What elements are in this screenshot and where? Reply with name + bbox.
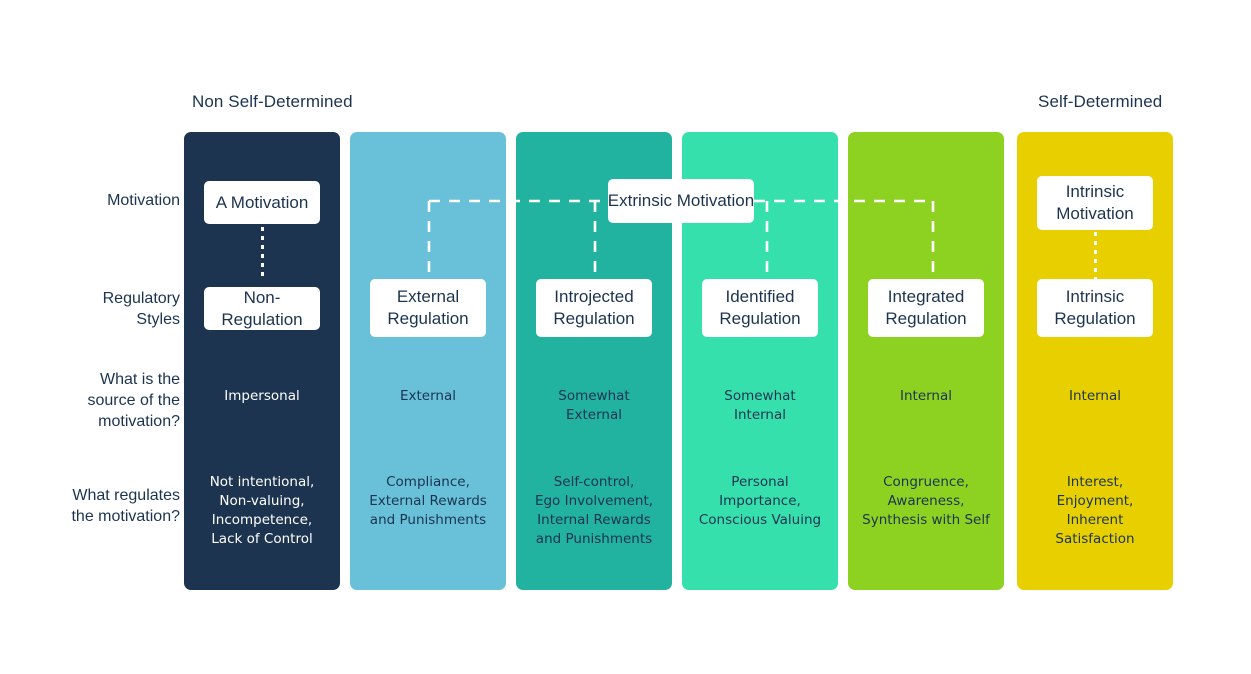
cell-regulates-integrated: Congruence, Awareness, Synthesis with Se… xyxy=(862,474,990,528)
column-integrated-regulation[interactable]: Integrated Regulation Internal Congruenc… xyxy=(848,132,1004,590)
cell-regulates-identified: Personal Importance, Conscious Valuing xyxy=(698,474,822,528)
cell-regulates-external: Compliance, External Rewards and Punishm… xyxy=(369,474,487,528)
row-label-what-regulates-motivation: What regulates the motivation? xyxy=(71,487,180,525)
card-regulatory-integrated-regulation[interactable]: Integrated Regulation xyxy=(868,279,984,337)
cell-regulates-amotivation: Not intentional, Non-valuing, Incompeten… xyxy=(209,474,315,547)
continuum-columns: A Motivation Non-Regulation Impersonal N… xyxy=(184,132,1173,590)
cell-regulates-introjected: Self-control, Ego Involvement, Internal … xyxy=(534,474,654,547)
extrinsic-motivation-label[interactable]: Extrinsic Motivation xyxy=(608,179,754,223)
card-regulatory-identified-regulation[interactable]: Identified Regulation xyxy=(702,279,818,337)
dotted-connector-icon xyxy=(261,227,264,277)
cell-source-intrinsic: Internal xyxy=(1068,388,1122,404)
card-motivation-intrinsic[interactable]: Intrinsic Motivation xyxy=(1037,176,1153,230)
row-label-regulatory-styles: Regulatory Styles xyxy=(102,290,180,328)
card-regulatory-intrinsic-regulation[interactable]: Intrinsic Regulation xyxy=(1037,279,1153,337)
card-regulatory-introjected-regulation[interactable]: Introjected Regulation xyxy=(536,279,652,337)
cell-source-integrated: Internal xyxy=(899,388,953,404)
cell-regulates-intrinsic: Interest, Enjoyment, Inherent Satisfacti… xyxy=(1055,474,1135,547)
axis-label-self-determined: Self-Determined xyxy=(1038,92,1163,111)
card-motivation-amotivation[interactable]: A Motivation xyxy=(204,181,320,224)
row-label-motivation: Motivation xyxy=(107,192,180,209)
cell-source-identified: Somewhat Internal xyxy=(724,388,796,423)
dotted-connector-icon xyxy=(1094,232,1097,280)
card-regulatory-external-regulation[interactable]: External Regulation xyxy=(370,279,486,337)
cell-source-amotivation: Impersonal xyxy=(224,388,300,404)
column-external-regulation[interactable]: External Regulation External Compliance,… xyxy=(350,132,506,590)
row-label-source-of-motivation: What is the source of the motivation? xyxy=(87,371,181,430)
card-regulatory-non-regulation[interactable]: Non-Regulation xyxy=(204,287,320,330)
cell-source-external: External xyxy=(399,388,456,404)
column-intrinsic-regulation[interactable]: Intrinsic Motivation Intrinsic Regulatio… xyxy=(1017,132,1173,590)
axis-label-non-self-determined: Non Self-Determined xyxy=(192,92,353,111)
column-amotivation[interactable]: A Motivation Non-Regulation Impersonal N… xyxy=(184,132,340,590)
cell-source-introjected: Somewhat External xyxy=(558,388,630,423)
